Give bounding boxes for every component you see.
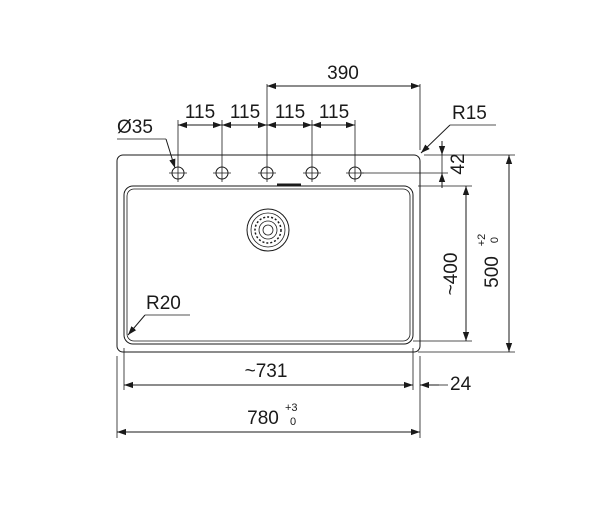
tap-hole-icon (303, 164, 321, 182)
tap-hole-icon (258, 164, 276, 182)
dimension-r20-label: R20 (146, 293, 181, 314)
drain-icon (246, 208, 290, 252)
bowl-outline (123, 185, 414, 345)
dimension-390: 390 (267, 63, 420, 90)
dimension-hole-spacing: 115 115 115 115 (178, 102, 355, 129)
tap-hole-icon (169, 164, 187, 182)
tap-holes (169, 164, 364, 182)
dimension-731-label: ~731 (245, 361, 288, 382)
dimension-115-label: 115 (275, 102, 305, 123)
dimension-r15: R15 (420, 103, 496, 154)
sink-outer-outline (116, 154, 421, 353)
dimension-115-label: 115 (185, 102, 215, 123)
dimension-780: 780 +3 0 (117, 402, 420, 436)
dimension-500-label: 500 (482, 256, 503, 288)
tap-hole-icon (213, 164, 231, 182)
dimension-115-label: 115 (230, 102, 260, 123)
dimension-42-label: 42 (448, 153, 469, 174)
dimension-24: 24 (420, 374, 472, 395)
dimension-731: ~731 (124, 361, 413, 389)
dimension-diameter: Ø35 (117, 117, 176, 169)
dimension-390-label: 390 (327, 63, 359, 84)
dimension-780-label: 780 (247, 408, 279, 429)
dimension-500: 500 +2 0 (476, 155, 513, 352)
dimension-400: ~400 (441, 186, 470, 341)
dimension-42: 42 (438, 141, 469, 188)
dimension-780-tol-upper: +3 (285, 402, 298, 414)
dimension-r20: R20 (127, 293, 190, 336)
tap-hole-icon (346, 164, 364, 182)
dimension-24-label: 24 (450, 374, 472, 395)
dimension-r15-label: R15 (452, 103, 487, 124)
dimension-500-tol-upper: +2 (476, 234, 488, 247)
extension-lines (116, 84, 515, 438)
dimension-diameter-label: Ø35 (117, 117, 153, 138)
dimension-500-tol-lower: 0 (489, 237, 501, 243)
dimension-400-label: ~400 (441, 253, 462, 296)
dimension-780-tol-lower: 0 (290, 416, 296, 428)
dimension-115-label: 115 (319, 102, 349, 123)
bowl-inner-outline (126, 188, 411, 342)
